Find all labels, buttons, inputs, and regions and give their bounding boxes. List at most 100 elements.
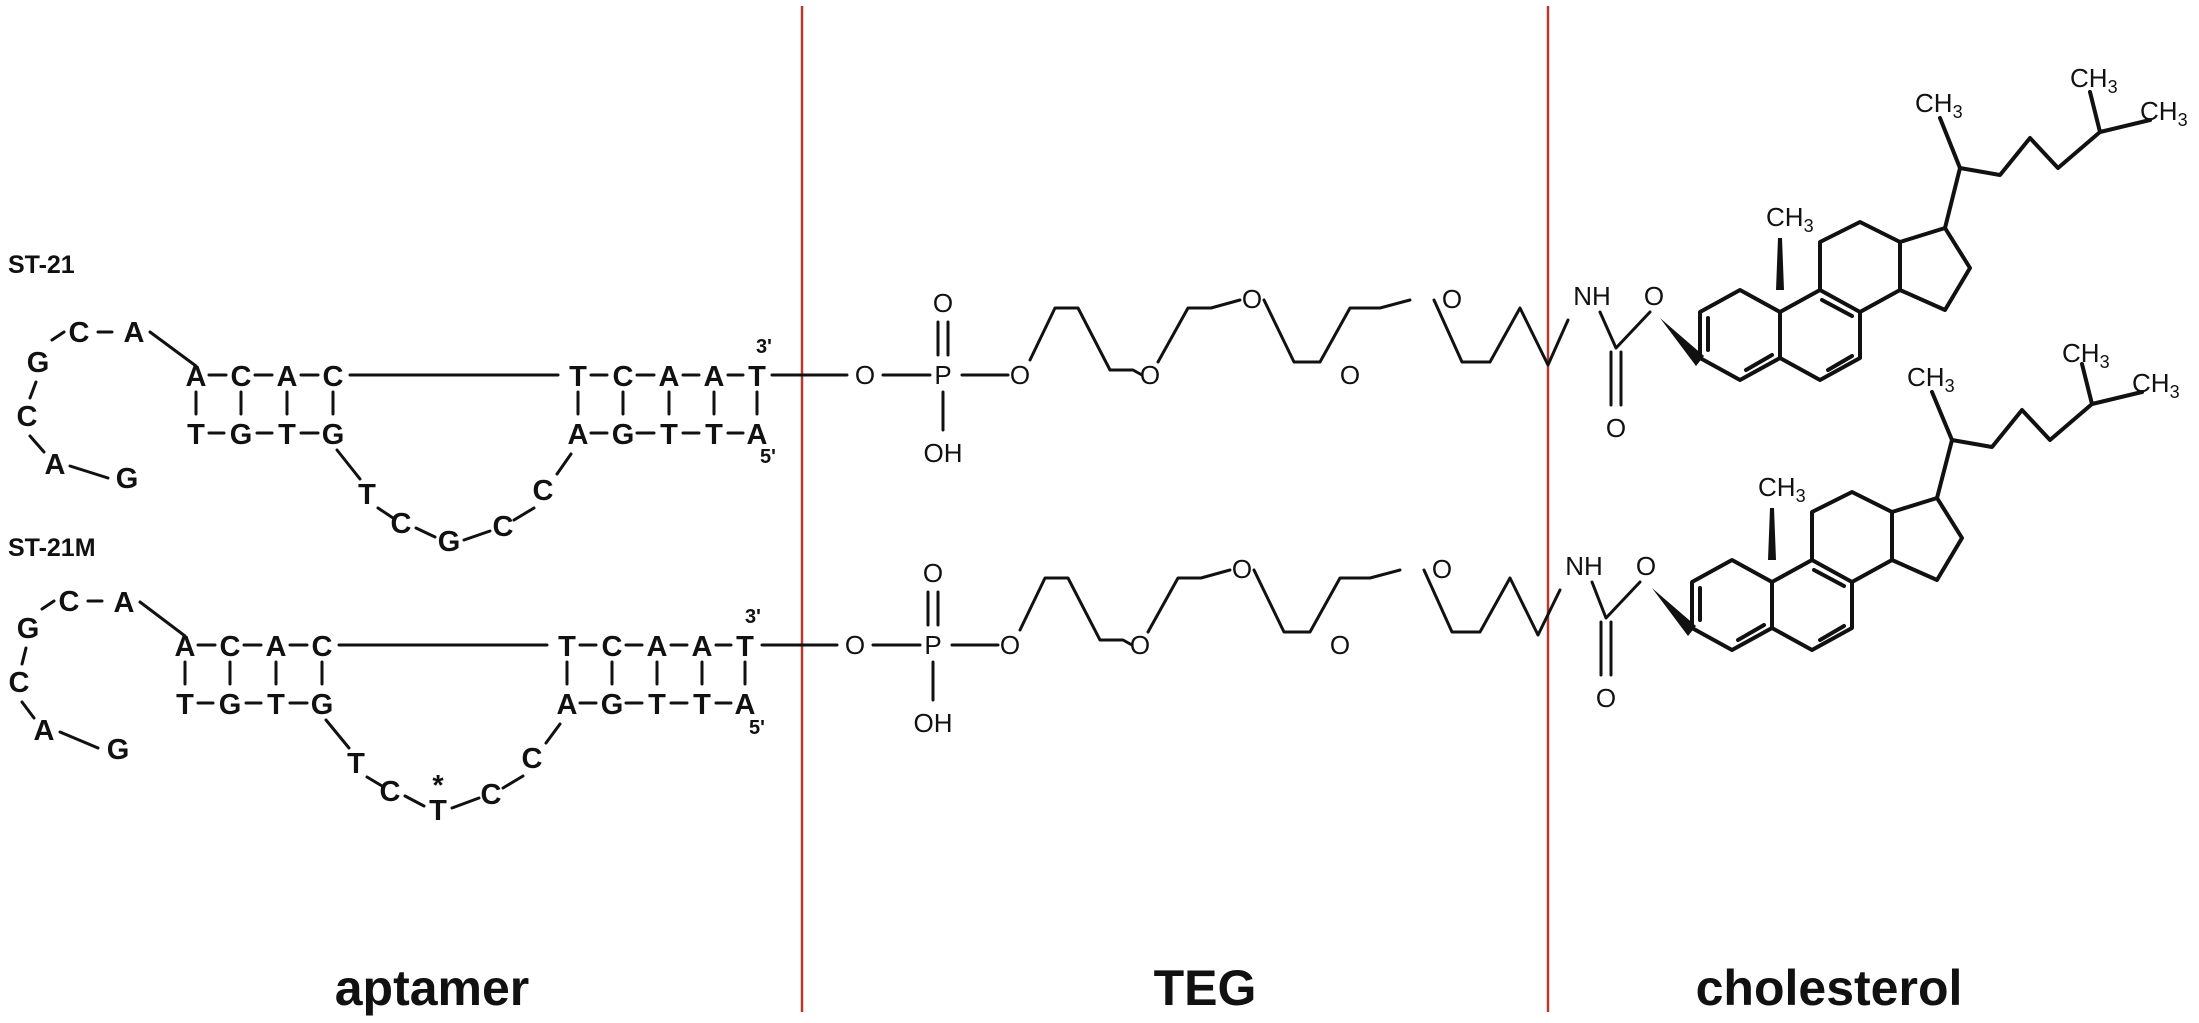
side-chain	[1938, 90, 2152, 230]
nucleotide: G	[311, 689, 334, 721]
loop-bonds	[28, 330, 198, 480]
ether-oxygen: O	[1000, 630, 1020, 660]
bottom-loop-bonds	[335, 448, 573, 542]
methyl-label: CH3	[2070, 63, 2118, 97]
nucleotide: A	[659, 361, 680, 393]
teg-chain	[1018, 568, 1562, 647]
amine-nh: NH	[1573, 281, 1611, 311]
strand-label: ST-21	[8, 251, 75, 279]
nucleotide: A	[114, 587, 135, 619]
ether-oxygen: O	[1442, 284, 1462, 314]
mutation-marker: *	[432, 770, 444, 802]
nucleotide: T	[648, 689, 666, 721]
section-label-teg: TEG	[1154, 960, 1257, 1016]
stem1-bonds	[194, 373, 560, 435]
stem1-bonds	[183, 643, 549, 705]
wedge-bond	[1652, 588, 1696, 636]
three-prime-label: 3'	[745, 606, 761, 628]
methyl-label: CH3	[1766, 202, 1814, 236]
section-label-aptamer: aptamer	[335, 960, 530, 1016]
wedge-bond	[1660, 318, 1704, 366]
ether-oxygen: O	[1232, 554, 1252, 584]
nucleotide: T	[267, 689, 285, 721]
teg-cholesterol-linker-2: O P O OH O O O O O NH O O CH3 CH3 CH3 CH…	[760, 338, 2180, 738]
phosphate-oxygen: O	[845, 630, 865, 660]
phosphoryl-oxygen: O	[923, 558, 943, 588]
bottom-loop-bonds	[324, 718, 562, 810]
nucleotide: C	[59, 586, 80, 618]
nucleotide: G	[612, 419, 635, 451]
nucleotide: C	[17, 401, 38, 433]
nucleotide: A	[568, 419, 589, 451]
nucleotide: C	[613, 361, 634, 393]
carbonyl-oxygen: O	[1596, 683, 1616, 713]
ring-d	[1898, 226, 1972, 312]
nucleotide: G	[27, 347, 50, 379]
nucleotide: C	[380, 776, 401, 808]
nucleotide: A	[45, 449, 66, 481]
nucleotide: G	[322, 419, 345, 451]
strand-label: ST-21M	[8, 534, 96, 562]
nucleotide: C	[522, 743, 543, 775]
stem2-bonds	[565, 643, 747, 705]
nucleotide: A	[704, 361, 725, 393]
carbamate-bonds	[1598, 310, 1652, 407]
phosphate-oxygen: O	[855, 360, 875, 390]
nucleotide: T	[748, 361, 766, 393]
nucleotide: T	[558, 631, 576, 663]
nucleotide: T	[358, 479, 376, 511]
nucleotide: A	[735, 689, 756, 721]
nucleotide: G	[219, 689, 242, 721]
phosphate-bonds	[770, 320, 1010, 432]
ring-c	[1810, 490, 1894, 584]
nucleotide: G	[230, 419, 253, 451]
methyl-label: CH3	[1758, 472, 1806, 506]
nucleotide: G	[116, 463, 139, 495]
methyl-label: CH3	[2132, 368, 2180, 402]
side-chain	[1930, 362, 2144, 500]
phosphate-bonds	[760, 590, 1000, 702]
nucleotide: C	[9, 667, 30, 699]
nucleotide: T	[187, 419, 205, 451]
ring-a	[1690, 558, 1774, 652]
ether-oxygen: O	[1140, 360, 1160, 390]
ether-oxygen: O	[1330, 630, 1350, 660]
carbamate-bonds	[1590, 580, 1642, 677]
nucleotide: T	[278, 419, 296, 451]
phosphoryl-oxygen: O	[933, 288, 953, 318]
hydroxyl: OH	[914, 708, 953, 738]
strand-st-21m: ST-21M G C A G C A A C A C T G T G T C T…	[8, 534, 765, 827]
nucleotide: C	[493, 511, 514, 543]
section-label-cholesterol: cholesterol	[1696, 960, 1963, 1016]
nucleotide: G	[107, 734, 130, 766]
ether-oxygen: O	[1010, 360, 1030, 390]
nucleotide: C	[391, 508, 412, 540]
three-prime-label: 3'	[756, 336, 772, 358]
nucleotide: C	[602, 631, 623, 663]
methyl-label: CH3	[1915, 88, 1963, 122]
nucleotide: A	[647, 631, 668, 663]
nucleotide: C	[312, 631, 333, 663]
methyl-label: CH3	[2140, 96, 2188, 130]
nucleotide: T	[347, 748, 365, 780]
amine-nh: NH	[1565, 551, 1603, 581]
nucleotide: C	[231, 361, 252, 393]
teg-cholesterol-linker-1: O P O OH O O O O O NH O O CH3 CH3 CH3 CH…	[770, 63, 2188, 468]
strand-st-21: ST-21 G C A G C A A C A C T G T G T C G …	[8, 251, 776, 558]
nucleotide: C	[69, 317, 90, 349]
nucleotide: A	[277, 361, 298, 393]
nucleotide: T	[736, 631, 754, 663]
nucleotide: A	[692, 631, 713, 663]
nucleotide: C	[481, 779, 502, 811]
nucleotide: A	[175, 631, 196, 663]
methyl-wedge	[1768, 508, 1776, 560]
nucleotide: T	[693, 689, 711, 721]
ring-d	[1890, 496, 1964, 582]
nucleotide: A	[747, 419, 768, 451]
nucleotide: A	[186, 361, 207, 393]
ester-oxygen: O	[1636, 551, 1656, 581]
teg-chain	[1028, 298, 1570, 377]
nucleotide: C	[323, 361, 344, 393]
